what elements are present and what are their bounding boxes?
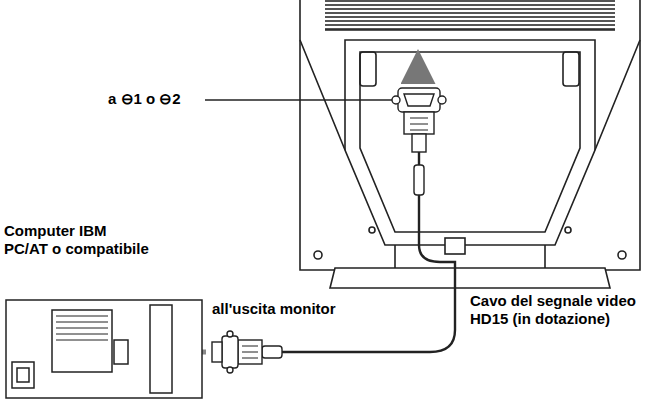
computer-case [6, 300, 202, 398]
connector-label: a ⊖1 o ⊖2 [108, 90, 181, 108]
insert-arrow [416, 56, 421, 82]
computer-plug [212, 331, 282, 373]
video-cable [282, 152, 455, 352]
monitor-connector [392, 88, 446, 195]
output-label: all'uscita monitor [212, 300, 336, 318]
leader-line [205, 99, 392, 100]
cable-label: Cavo del segnale video HD15 (in dotazion… [470, 292, 642, 328]
monitor-back [300, 0, 640, 288]
computer-label: Computer IBM PC/AT o compatibile [4, 222, 154, 258]
